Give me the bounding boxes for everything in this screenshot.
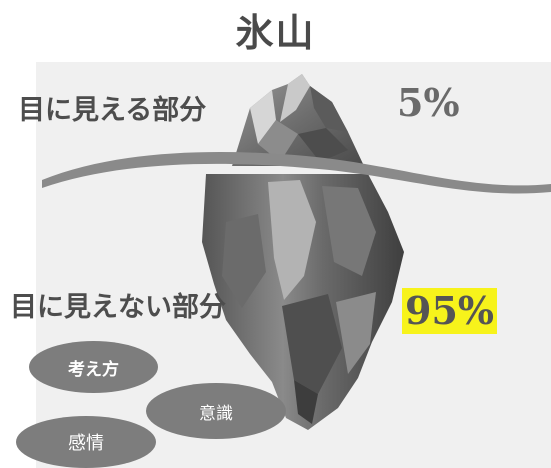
iceberg-body — [202, 174, 404, 430]
visible-part-label: 目に見える部分 — [18, 95, 207, 126]
page-title: 氷山 — [235, 10, 316, 55]
visible-part-percent: 5% — [397, 80, 460, 125]
iceberg-illustration — [36, 62, 551, 468]
hidden-part-label: 目に見えない部分 — [10, 292, 226, 323]
iceberg-graphic — [42, 74, 551, 430]
ellipse-awareness: 意識 — [146, 383, 286, 439]
ellipse-emotion-label: 感情 — [68, 433, 104, 454]
ellipse-emotion: 感情 — [16, 416, 156, 468]
iceberg-tip — [232, 74, 364, 166]
ellipse-thinking-label: 考え方 — [68, 359, 119, 380]
waterline — [42, 151, 551, 194]
hidden-part-percent: 95% — [402, 288, 497, 334]
ellipse-thinking: 考え方 — [29, 341, 158, 393]
ellipse-awareness-label: 意識 — [199, 403, 233, 424]
